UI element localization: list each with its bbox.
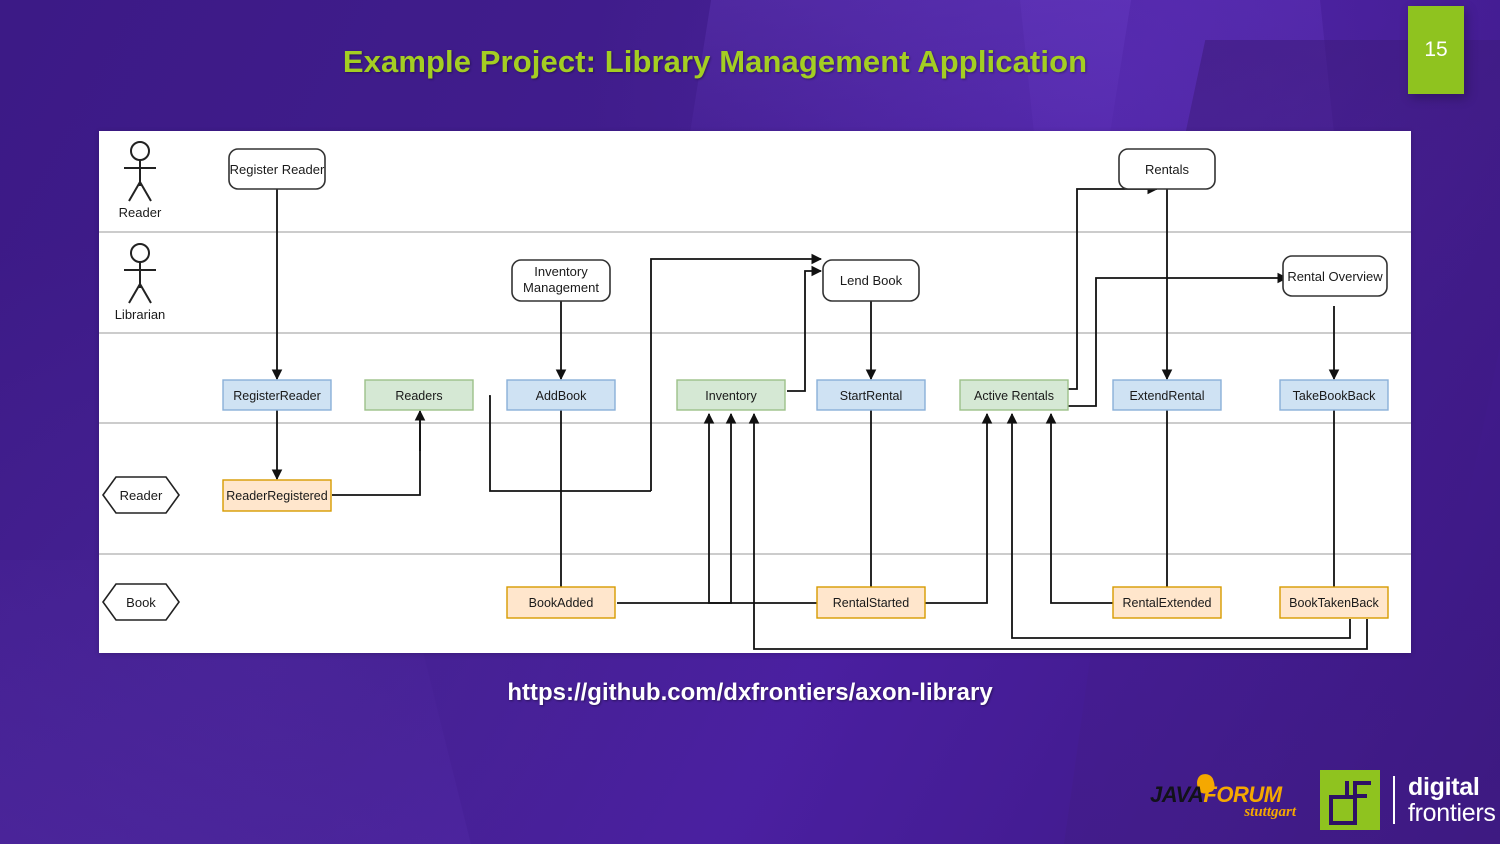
- edges: [271, 183, 1368, 650]
- df-divider: [1393, 776, 1395, 824]
- node-label: AddBook: [536, 389, 587, 403]
- node-label-line2: Management: [523, 280, 599, 295]
- actor-leg-r-reader: [139, 181, 152, 202]
- node-command-register-reader[interactable]: RegisterReader: [222, 379, 332, 411]
- page-number-badge: 15: [1408, 6, 1464, 94]
- df-d-stem: [1345, 781, 1349, 799]
- edge-inventory-to-lendbook: [787, 265, 823, 392]
- node-event-book-taken-back[interactable]: BookTakenBack: [1279, 586, 1389, 619]
- actor-leg-l-librarian: [128, 283, 141, 304]
- node-label: RentalExtended: [1123, 596, 1212, 610]
- edge-rentalstarted-to-activerentals: [917, 412, 993, 604]
- node-command-start-rental[interactable]: StartRental: [816, 379, 926, 411]
- edge-readers-to-lendbook: [650, 253, 823, 491]
- node-read-model-readers[interactable]: Readers: [364, 379, 474, 411]
- lane-label-book-aggregate: Book: [126, 595, 156, 610]
- df-wordmark: digital frontiers: [1408, 774, 1496, 826]
- lane-label-reader-aggregate: Reader: [120, 488, 163, 503]
- node-read-model-active-rentals[interactable]: Active Rentals: [959, 379, 1069, 411]
- javaforum-stuttgart-text: stuttgart: [1244, 804, 1296, 820]
- edge-activerentals-to-rentaloverview: [1067, 272, 1289, 407]
- footer-logos: JAVAFORUM stuttgart digital frontiers: [1150, 770, 1496, 830]
- javaforum-stuttgart-logo: JAVAFORUM stuttgart: [1150, 772, 1298, 828]
- node-label-line1: Inventory: [534, 264, 588, 279]
- actor-leg-r-librarian: [139, 283, 152, 304]
- event-storming-diagram: Reader Librarian Reader Book: [99, 131, 1411, 653]
- lane-label-reader-actor: Reader: [119, 205, 162, 220]
- page-number-label: 15: [1424, 38, 1448, 61]
- aggregate-hexagon-book: [102, 583, 180, 621]
- page-title: Example Project: Library Management Appl…: [342, 44, 1088, 79]
- node-label: RegisterReader: [233, 389, 321, 403]
- edge-event-reader-registered-run: [332, 414, 421, 496]
- node-event-reader-registered[interactable]: ReaderRegistered: [222, 479, 332, 512]
- node-label: BookTakenBack: [1289, 596, 1379, 610]
- df-f-top-bar: [1353, 781, 1371, 785]
- node-label: Readers: [395, 389, 442, 403]
- node-ui-rentals[interactable]: Rentals: [1118, 148, 1216, 190]
- node-label: Active Rentals: [974, 389, 1054, 403]
- node-event-book-added[interactable]: BookAdded: [506, 586, 616, 619]
- actor-leg-l-reader: [128, 181, 141, 202]
- edge-activerentals-to-rentals: [1067, 183, 1159, 390]
- digital-frontiers-mark-icon: [1320, 770, 1380, 830]
- node-label: ReaderRegistered: [226, 489, 327, 503]
- lane-reader-actor: [124, 141, 156, 202]
- node-command-extend-rental[interactable]: ExtendRental: [1112, 379, 1222, 411]
- node-command-add-book[interactable]: AddBook: [506, 379, 616, 411]
- df-word-digital: digital: [1408, 773, 1480, 801]
- javaforum-wordmark: JAVAFORUM: [1150, 782, 1282, 808]
- node-label: BookAdded: [529, 596, 594, 610]
- edge-rentalextended-to-activerentals: [1045, 412, 1115, 604]
- df-f-mid-bar: [1353, 794, 1367, 798]
- node-label: RentalStarted: [833, 596, 909, 610]
- node-ui-register-reader[interactable]: Register Reader: [228, 148, 326, 190]
- edge-bookadded-to-inventory: [617, 412, 737, 604]
- node-ui-lend-book[interactable]: Lend Book: [822, 259, 920, 302]
- javaforum-forum-text: FORUM: [1203, 782, 1282, 807]
- diagram-canvas: Reader Librarian Reader Book: [99, 141, 1411, 650]
- node-label: Register Reader: [230, 162, 325, 177]
- df-f-stem: [1353, 781, 1357, 817]
- edge-rentalstarted-to-inventory: [703, 412, 825, 604]
- node-label: ExtendRental: [1129, 389, 1204, 403]
- actor-head-librarian: [130, 243, 150, 263]
- lane-label-librarian-actor: Librarian: [115, 307, 166, 322]
- actor-head-reader: [130, 141, 150, 161]
- node-label: TakeBookBack: [1293, 389, 1376, 403]
- edge-booktakenback-to-activerentals: [1006, 412, 1351, 639]
- node-label: StartRental: [840, 389, 903, 403]
- node-event-rental-started[interactable]: RentalStarted: [816, 586, 926, 619]
- project-url[interactable]: https://github.com/dxfrontiers/axon-libr…: [507, 679, 993, 706]
- javaforum-java-text: JAVA: [1150, 782, 1204, 807]
- edge-booktakenback-to-inventory: [748, 412, 1368, 650]
- node-label: Inventory: [705, 389, 757, 403]
- edge-readers-branch: [489, 395, 651, 492]
- node-label: Rental Overview: [1287, 269, 1383, 284]
- node-ui-inventory-management[interactable]: Inventory Management: [511, 259, 611, 302]
- node-label: Rentals: [1145, 162, 1190, 177]
- node-command-take-book-back[interactable]: TakeBookBack: [1279, 379, 1389, 411]
- node-event-rental-extended[interactable]: RentalExtended: [1112, 586, 1222, 619]
- node-read-model-inventory[interactable]: Inventory: [676, 379, 786, 411]
- lane-librarian-actor: [124, 243, 156, 304]
- aggregate-hexagon-reader: [102, 476, 180, 514]
- digital-frontiers-logo: digital frontiers: [1320, 770, 1496, 830]
- node-ui-rental-overview[interactable]: Rental Overview: [1282, 255, 1388, 297]
- df-word-frontiers: frontiers: [1408, 799, 1496, 827]
- node-label: Lend Book: [840, 273, 903, 288]
